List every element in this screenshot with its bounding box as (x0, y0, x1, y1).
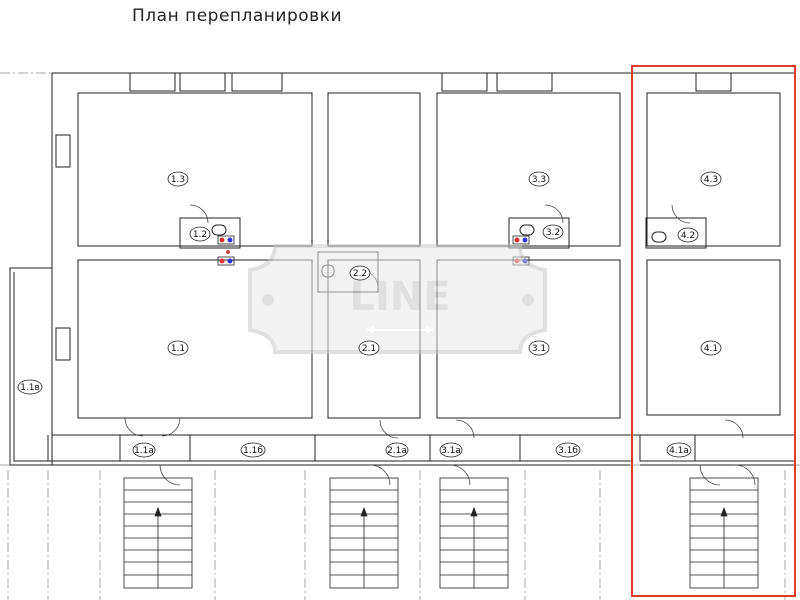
room-label: 1.3 (171, 175, 185, 185)
staircase-1 (123, 477, 193, 589)
room-label: 2.2 (353, 269, 367, 279)
room-labels (17, 171, 722, 458)
room-label: 4.2 (681, 231, 695, 241)
room-label: 3.2 (546, 228, 560, 238)
room-label: 1.1 (171, 344, 185, 354)
room-label: 1.1а (134, 446, 154, 456)
room-label: 1.1в (20, 383, 40, 393)
staircase-3 (439, 477, 509, 589)
watermark-frame (248, 244, 547, 354)
room-3-3 (436, 92, 621, 247)
room-label: 3.1а (441, 446, 461, 456)
staircases (123, 477, 759, 589)
room-2-x (327, 92, 421, 247)
room-label: 2.1а (387, 446, 407, 456)
room-label: 3.1 (532, 344, 546, 354)
room-label: 3.3 (532, 175, 546, 185)
room-label: 4.1 (704, 344, 718, 354)
staircase-2 (329, 477, 399, 589)
room-label: 3.1б (558, 446, 578, 456)
room-4-1 (646, 259, 781, 416)
highlight-box (631, 65, 796, 597)
watermark-text: LINE (349, 274, 450, 320)
plan-title: План перепланировки (132, 6, 342, 26)
room-label: 4.3 (704, 175, 718, 185)
door-swings (124, 204, 756, 486)
room-4-3 (646, 92, 781, 247)
room-label: 2.1 (362, 344, 376, 354)
room-1-3 (77, 92, 313, 247)
room-label: 1.2 (193, 230, 207, 240)
room-label: 4.1а (669, 446, 689, 456)
watermark: LINE (248, 244, 547, 354)
staircase-4 (689, 477, 759, 589)
room-label: 1.1б (243, 446, 263, 456)
